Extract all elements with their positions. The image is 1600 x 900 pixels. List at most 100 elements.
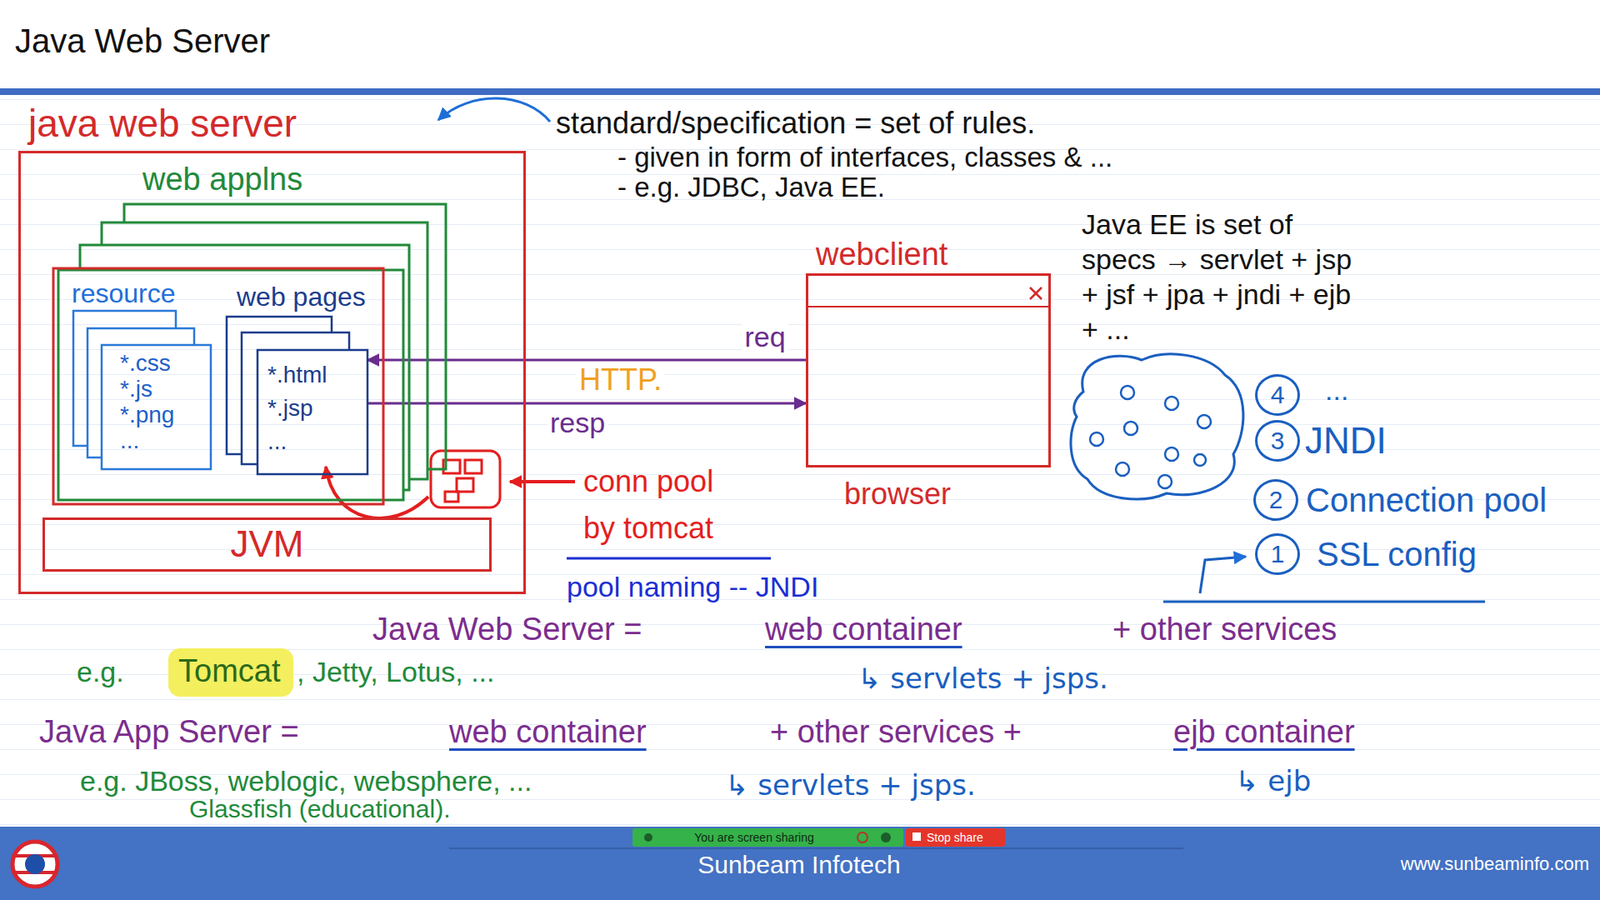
pool-item: [1165, 447, 1179, 461]
pool-item: [1115, 462, 1130, 476]
text-holder: web pages: [236, 280, 366, 313]
text-holder: 3: [1270, 425, 1285, 456]
http-arrow: [367, 402, 806, 405]
text-holder: - e.g. JDBC, Java EE.: [617, 170, 885, 205]
box-heading: web pages: [236, 280, 366, 313]
header-rule: [0, 88, 1600, 95]
equation-part: + other services +: [770, 713, 1022, 752]
example: Glassfish (educational).: [189, 794, 450, 825]
text-holder: 2: [1269, 485, 1284, 515]
node-outline: [808, 275, 1049, 465]
pool-item: [1120, 385, 1135, 400]
note: pool naming -- JNDI: [566, 570, 819, 605]
box-label: JVM: [230, 522, 305, 567]
callout-number: 3: [1255, 420, 1300, 462]
inner-frame: [53, 268, 384, 505]
pointer-arrow: [438, 98, 550, 122]
equation-part: Java Web Server =: [372, 610, 643, 650]
text-holder: e.g. JBoss, weblogic, websphere, ...: [80, 764, 532, 799]
list-item: SSL config: [1316, 534, 1477, 575]
callout-number: 4: [1255, 374, 1300, 416]
stack-page: [87, 328, 195, 458]
file-list: *.css *.js *.png ...: [120, 350, 175, 454]
text-holder: browser: [844, 475, 951, 512]
highlight: [168, 648, 294, 697]
text-holder: + other services +: [770, 713, 1022, 752]
text-holder: Java Web Server =: [372, 610, 643, 650]
footer-bar: [0, 826, 1600, 900]
text-holder: Java Web Server: [15, 20, 270, 61]
box-heading: web applns: [142, 160, 303, 200]
callout-text: 3: [1270, 425, 1285, 456]
pool-item: [1158, 475, 1172, 489]
note: - e.g. JDBC, Java EE.: [617, 170, 885, 205]
text-holder: ↳ ejb: [1235, 764, 1311, 799]
pool-cell: [445, 491, 459, 502]
separator-line: [566, 557, 771, 560]
text-holder: www.sunbeaminfo.com: [1400, 853, 1590, 875]
edge-label: resp: [547, 405, 608, 440]
page-title: Java Web Server: [15, 20, 270, 61]
close-icon: [1030, 287, 1042, 300]
pool-cloud: [1070, 354, 1244, 500]
text-holder: JVM: [230, 522, 305, 567]
callout-number: 1: [1255, 533, 1300, 575]
status-text: You are screen sharing: [694, 830, 814, 845]
callout-text: 1: [1270, 539, 1285, 570]
list-item: Connection pool: [1305, 480, 1547, 520]
text-holder: SSL config: [1316, 534, 1477, 575]
text-holder: You are screen sharing: [694, 830, 814, 845]
share-icon: [880, 832, 891, 843]
node-outline: [55, 204, 446, 502]
text-holder: + other services: [1112, 610, 1337, 650]
text-holder: Stop share: [926, 830, 984, 845]
pool-cell: [456, 478, 474, 492]
text-holder: *.css *.js *.png ...: [120, 350, 175, 454]
text-holder: Java EE is set of specs → servlet + jsp …: [1081, 206, 1374, 347]
text-holder: 4: [1270, 380, 1285, 410]
share-icon: [644, 833, 653, 842]
pool-item: [1197, 415, 1211, 429]
text-holder: HTTP.: [576, 361, 665, 398]
title-bar: [808, 305, 1049, 308]
logo-ring: [12, 841, 58, 887]
text-holder: req: [741, 320, 788, 355]
text-holder: pool naming -- JNDI: [566, 570, 819, 605]
text-holder: ↳ servlets + jsps.: [857, 661, 1109, 696]
pool-item: [1165, 396, 1179, 410]
equation-part: ejb container: [1173, 713, 1355, 752]
stop-icon: [912, 832, 921, 841]
webapp-stack: web applnsresource*.css *.js *.png ...we…: [55, 204, 446, 502]
sub-note: ↳ servlets + jsps.: [725, 768, 976, 803]
button-text: Stop share: [926, 830, 984, 845]
text-holder: standard/specification = set of rules.: [555, 105, 1035, 141]
file-list: *.html *.jsp ...: [267, 358, 328, 459]
pool-item: [1194, 454, 1206, 466]
note: standard/specification = set of rules.: [555, 105, 1035, 141]
webpage-stack: web pages*.html *.jsp ...: [226, 316, 368, 475]
text-holder: resource: [71, 277, 176, 310]
box-heading: webclient: [815, 235, 948, 275]
ruled-paper: [0, 98, 1600, 825]
text-holder: e.g.: [76, 655, 125, 690]
text-holder: - given in form of interfaces, classes &…: [617, 140, 1113, 175]
edge-label: req: [741, 320, 788, 355]
separator-line: [1163, 600, 1485, 604]
text-holder: Connection pool: [1305, 480, 1547, 520]
share-pill: [632, 828, 904, 847]
text-holder: web container: [449, 713, 647, 752]
text-holder: resp: [547, 405, 608, 440]
callout-text: conn pool by tomcat: [583, 458, 750, 552]
note: - given in form of interfaces, classes &…: [617, 140, 1113, 175]
protocol-label: HTTP.: [576, 361, 665, 398]
callout-text: 2: [1269, 485, 1284, 515]
bracket-arrow: [1200, 556, 1246, 594]
equation-part: web container: [449, 713, 647, 752]
logo-globe: [25, 854, 45, 875]
text-holder: conn pool by tomcat: [583, 458, 750, 552]
share-icon: [857, 832, 868, 843]
text-holder: ejb container: [1173, 713, 1355, 752]
footer-text: Sunbeam Infotech: [697, 850, 901, 880]
equation-part: web container: [765, 610, 963, 650]
